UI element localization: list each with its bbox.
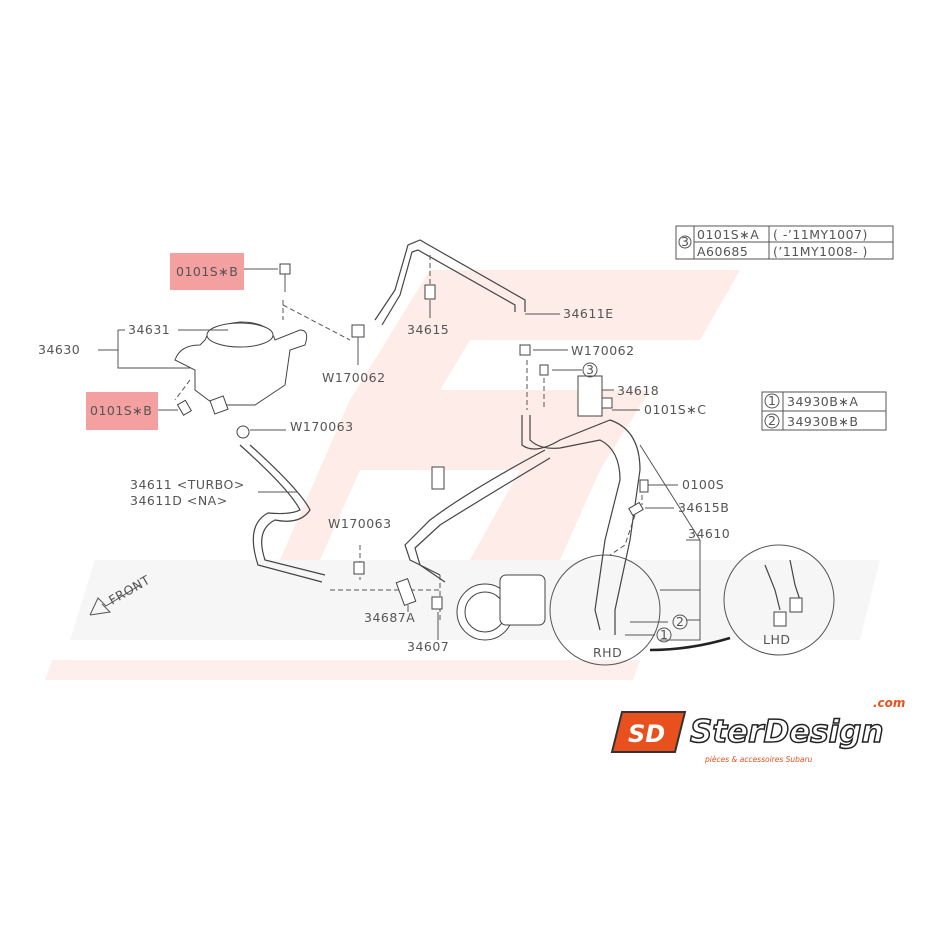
label-circle-2: 2 (676, 614, 684, 629)
table3-part: 0101S∗A (697, 227, 759, 242)
table-ref-1-2: 1 2 34930B∗A 34930B∗B (761, 391, 887, 431)
logo-brand: SterDesign (690, 714, 884, 750)
callout-circle-1 (656, 627, 672, 643)
lhd-detail-circle (723, 544, 835, 656)
reservoir-drawing (174, 263, 351, 439)
table12-part: 34930B∗A (787, 394, 858, 409)
label-bolt-top: 0101S∗B (176, 264, 238, 279)
watermark-s-logo (280, 270, 740, 560)
label-clip-w170062-a: W170062 (322, 370, 386, 385)
label-bracket-34618: 34618 (617, 383, 659, 398)
highlight-bolt-top (170, 253, 244, 290)
label-bolt-c: 0101S∗C (644, 402, 706, 417)
table3-part: A60685 (697, 244, 748, 259)
table12-ref: 1 (768, 393, 776, 408)
leader-lines (98, 268, 678, 640)
label-clip-34607: 34607 (407, 639, 449, 654)
label-clip-w170062-b: W170062 (571, 343, 635, 358)
label-hose-34611e: 34611E (563, 306, 614, 321)
table12-part: 34930B∗B (787, 414, 858, 429)
label-hose-turbo: 34611 <TURBO> (130, 477, 245, 492)
label-bolt-0100s: 0100S (682, 477, 724, 492)
label-clamp-34615: 34615 (407, 322, 449, 337)
label-clamp-34615b: 34615B (678, 500, 729, 515)
label-bolt-left: 0101S∗B (90, 403, 152, 418)
label-reservoir: 34630 (38, 342, 80, 357)
logo-domain: .com (873, 696, 905, 710)
highlight-bolt-left (86, 392, 158, 430)
pump-drawing (456, 574, 546, 641)
hoses (239, 239, 649, 635)
callout-circle-2 (672, 614, 688, 630)
label-clip-w170063-a: W170063 (290, 419, 354, 434)
logo-mark-text: SD (628, 720, 665, 748)
label-circle-1: 1 (660, 627, 668, 642)
brand-logo: SD SterDesign .com pièces & accessoires … (610, 696, 905, 764)
table12-ref: 2 (768, 413, 776, 428)
label-lhd: LHD (763, 632, 791, 647)
logo-tagline: pièces & accessoires Subaru (704, 755, 813, 764)
detail-arrow (649, 636, 731, 652)
rhd-detail-circle (549, 554, 661, 666)
label-circle-3: 3 (586, 362, 594, 377)
label-hose-na: 34611D <NA> (130, 493, 228, 508)
table3-ref: 3 (681, 234, 689, 249)
logo-mark-icon (610, 711, 687, 753)
callout-circle-3 (582, 362, 598, 378)
table-ref-3: 3 0101S∗A ( -’11MY1007) A60685 (’11MY100… (675, 225, 894, 260)
table3-range: (’11MY1008- ) (773, 244, 868, 259)
label-reservoir-cap: 34631 (128, 322, 170, 337)
label-rhd: RHD (593, 645, 622, 660)
table3-range: ( -’11MY1007) (773, 227, 868, 242)
label-clip-w170063-b: W170063 (328, 516, 392, 531)
label-union-34687a: 34687A (364, 610, 415, 625)
label-pipe-34610: 34610 (688, 526, 730, 541)
watermark-tagline-band (45, 660, 640, 680)
